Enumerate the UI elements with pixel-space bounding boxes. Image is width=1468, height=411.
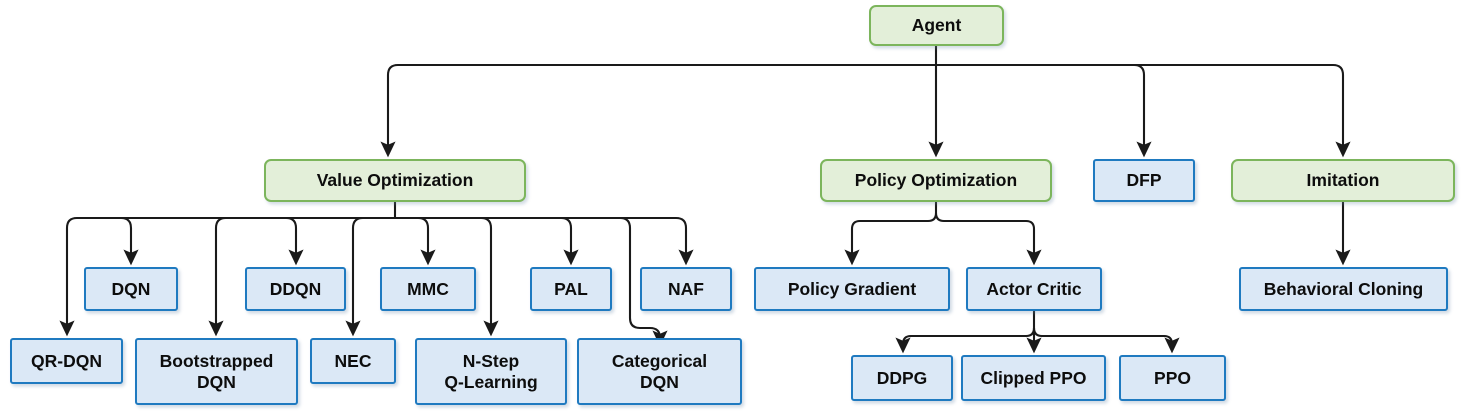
node-behavioral-cloning[interactable]: Behavioral Cloning	[1239, 267, 1448, 311]
edge-value-optimization-to-mmc	[395, 216, 436, 266]
edge-actor-critic-to-ddpg	[895, 327, 1036, 354]
node-ddqn[interactable]: DDQN	[245, 267, 346, 311]
node-mmc-label: MMC	[407, 278, 449, 299]
edge-value-optimization-to-naf	[395, 216, 694, 266]
node-ddpg[interactable]: DDPG	[851, 355, 953, 401]
node-value-optimization[interactable]: Value Optimization	[264, 159, 526, 202]
node-categorical-dqn[interactable]: Categorical DQN	[577, 338, 742, 405]
node-ppo-label: PPO	[1154, 367, 1191, 388]
node-agent[interactable]: Agent	[869, 5, 1004, 46]
node-imitation[interactable]: Imitation	[1231, 159, 1455, 202]
node-value-optimization-label: Value Optimization	[316, 170, 474, 191]
node-pal-label: PAL	[554, 278, 588, 299]
edge-policy-optimization-to-policy-gradient	[844, 212, 938, 266]
edge-value-optimization-to-pal	[395, 216, 579, 266]
node-dqn[interactable]: DQN	[84, 267, 178, 311]
node-qr-dqn-label: QR-DQN	[31, 350, 102, 371]
node-policy-optimization-label: Policy Optimization	[854, 170, 1018, 191]
edge-agent-to-dfp	[936, 63, 1152, 158]
node-ddpg-label: DDPG	[876, 367, 928, 388]
edge-actor-critic-to-ppo	[1032, 327, 1180, 354]
node-nec-label: NEC	[334, 350, 372, 371]
node-bootstrapped-dqn[interactable]: Bootstrapped DQN	[135, 338, 298, 405]
node-pal[interactable]: PAL	[530, 267, 612, 311]
edge-policy-optimization-to-actor-critic	[934, 212, 1042, 266]
edge-agent-to-value-optimization	[380, 63, 936, 158]
node-clipped-ppo-label: Clipped PPO	[980, 367, 1087, 388]
node-ppo[interactable]: PPO	[1119, 355, 1226, 401]
node-nec[interactable]: NEC	[310, 338, 396, 384]
node-clipped-ppo[interactable]: Clipped PPO	[961, 355, 1106, 401]
node-agent-label: Agent	[911, 15, 962, 36]
node-dfp[interactable]: DFP	[1093, 159, 1195, 202]
node-behavioral-cloning-label: Behavioral Cloning	[1263, 278, 1424, 299]
node-ddqn-label: DDQN	[269, 278, 322, 299]
node-actor-critic[interactable]: Actor Critic	[966, 267, 1102, 311]
node-policy-gradient[interactable]: Policy Gradient	[754, 267, 950, 311]
edge-agent-to-imitation	[936, 63, 1351, 158]
node-n-step-q-learning[interactable]: N-Step Q-Learning	[415, 338, 567, 405]
node-actor-critic-label: Actor Critic	[986, 278, 1082, 299]
node-naf-label: NAF	[668, 278, 704, 299]
node-mmc[interactable]: MMC	[380, 267, 476, 311]
node-dfp-label: DFP	[1126, 170, 1162, 191]
node-n-step-q-learning-label: N-Step Q-Learning	[444, 351, 538, 392]
edge-value-optimization-to-ddqn	[284, 216, 395, 266]
node-dqn-label: DQN	[111, 278, 151, 299]
node-imitation-label: Imitation	[1306, 170, 1380, 191]
node-categorical-dqn-label: Categorical DQN	[611, 351, 708, 392]
node-policy-gradient-label: Policy Gradient	[787, 278, 917, 299]
node-bootstrapped-dqn-label: Bootstrapped DQN	[159, 351, 274, 392]
node-qr-dqn[interactable]: QR-DQN	[10, 338, 123, 384]
node-naf[interactable]: NAF	[640, 267, 732, 311]
edge-value-optimization-to-dqn	[119, 216, 395, 266]
node-policy-optimization[interactable]: Policy Optimization	[820, 159, 1052, 202]
